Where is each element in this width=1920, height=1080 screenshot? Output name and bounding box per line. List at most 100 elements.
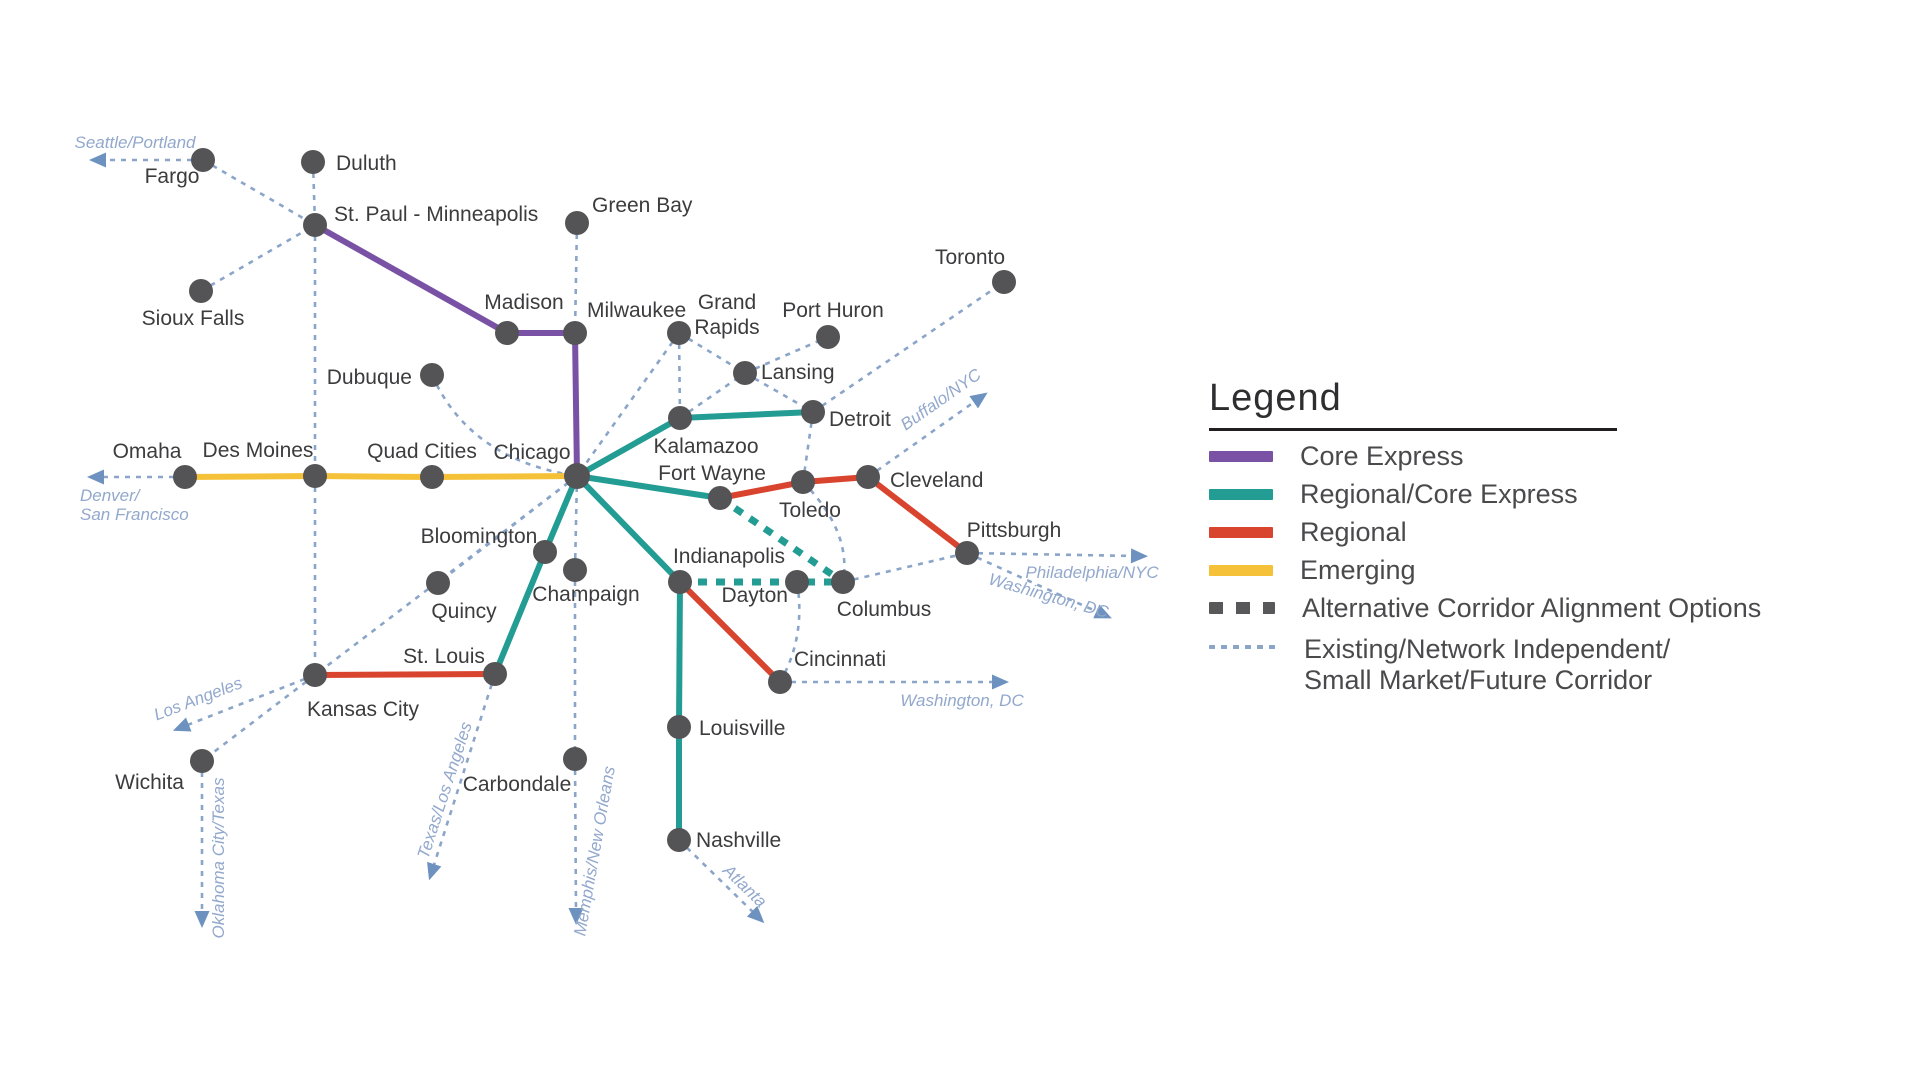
city-node-lansing: [733, 361, 757, 385]
city-node-louisville: [667, 715, 691, 739]
arrowhead-icon-pittsburgh-philadelphia-nyc: [1130, 548, 1148, 564]
city-label-grand-rapids: Rapids: [694, 316, 759, 339]
legend-item-label: Emerging: [1300, 554, 1416, 585]
legend-item-regional: Regional: [1209, 516, 1849, 547]
external-label-denver-san-francisco: Denver/: [80, 486, 142, 505]
city-label-lansing: Lansing: [761, 361, 835, 384]
city-label-grand-rapids: Grand: [698, 291, 756, 314]
city-node-duluth: [301, 150, 325, 174]
city-node-dubuque: [420, 363, 444, 387]
external-label-washington-dc-south: Washington, DC: [900, 691, 1024, 710]
legend-divider: [1209, 427, 1617, 431]
arrowhead-icon-wichita-oklahoma-city: [194, 911, 210, 928]
existing-corridor-chicago-champaign: [573, 475, 579, 571]
existing-corridor-pittsburgh-philadelphia-nyc: [966, 551, 1136, 558]
city-node-fort-wayne: [708, 486, 732, 510]
city-label-st-louis: St. Louis: [403, 645, 485, 668]
legend-item-label: Regional: [1300, 516, 1407, 547]
city-node-green-bay: [565, 211, 589, 235]
city-node-nashville: [667, 828, 691, 852]
city-label-madison: Madison: [484, 291, 563, 314]
city-label-detroit: Detroit: [829, 408, 891, 431]
regional-core-express-swatch-icon: [1209, 488, 1273, 500]
city-label-dayton: Dayton: [721, 584, 788, 607]
corridor-core-express-stpaul-chicago: [312, 222, 580, 479]
existing-corridor-toledo-columbus: [802, 481, 846, 583]
city-label-louisville: Louisville: [699, 717, 785, 740]
corridor-emerging-omaha-chicago: [182, 473, 580, 480]
city-node-toledo: [791, 470, 815, 494]
emerging-swatch-icon: [1209, 564, 1273, 576]
arrowhead-icon-cleveland-buffalo-nyc: [969, 392, 988, 409]
city-node-fargo: [191, 148, 215, 172]
regional-swatch-icon: [1209, 526, 1273, 538]
existing-corridor-cleveland-buffalo-nyc: [867, 398, 978, 479]
city-node-st-louis: [483, 662, 507, 686]
city-label-indianapolis: Indianapolis: [673, 545, 785, 568]
legend-item-label-line2: Small Market/Future Corridor: [1304, 664, 1653, 695]
existing-corridor-swatch-icon: [1209, 644, 1277, 649]
city-node-st-paul-minneapolis: [303, 213, 327, 237]
existing-corridor-grand-rapids-kalamazoo: [677, 332, 682, 419]
city-node-pittsburgh: [955, 541, 979, 565]
corridor-alt-fort-wayne-columbus: [718, 495, 845, 585]
existing-corridor-lines: [100, 158, 1136, 915]
existing-corridor-pittsburgh-washington-dc: [966, 551, 1101, 615]
city-label-fort-wayne: Fort Wayne: [658, 462, 766, 485]
corridor-regional-core-chicago-fort-wayne: [574, 473, 723, 501]
city-label-duluth: Duluth: [336, 152, 397, 175]
city-label-champaign: Champaign: [532, 583, 639, 606]
external-label-philadelphia-nyc: Philadelphia/NYC: [1025, 563, 1159, 582]
existing-corridor-fargo-st-paul: [202, 158, 316, 227]
city-node-port-huron: [816, 325, 840, 349]
city-label-green-bay: Green Bay: [592, 194, 693, 217]
city-label-quad-cities: Quad Cities: [367, 440, 477, 463]
city-label-columbus: Columbus: [837, 598, 932, 621]
corridor-regional-kansas-city-st-louis: [312, 671, 498, 678]
city-node-quincy: [426, 571, 450, 595]
city-node-champaign: [563, 558, 587, 582]
city-label-quincy: Quincy: [431, 600, 497, 623]
external-label-oklahoma-city-texas: Oklahoma City/Texas: [209, 777, 228, 938]
city-node-grand-rapids: [667, 321, 691, 345]
city-node-dayton: [785, 570, 809, 594]
city-label-kansas-city: Kansas City: [307, 698, 420, 721]
existing-corridor-lansing-detroit: [744, 371, 814, 414]
city-label-toronto: Toronto: [935, 246, 1005, 269]
city-node-omaha: [173, 465, 197, 489]
legend-item-regional-core-express: Regional/Core Express: [1209, 479, 1849, 509]
city-label-sioux-falls: Sioux Falls: [142, 307, 245, 330]
legend-item-existing-corridor: Existing/Network Independent/ Small Mark…: [1209, 634, 1849, 696]
existing-corridor-grand-rapids-lansing: [678, 331, 746, 375]
external-label-denver-san-francisco: San Francisco: [80, 505, 189, 524]
external-label-memphis-new-orleans: Memphis/New Orleans: [570, 764, 619, 937]
city-node-bloomington: [533, 540, 557, 564]
existing-corridor-green-bay-milwaukee: [573, 222, 579, 334]
city-label-wichita: Wichita: [115, 771, 184, 794]
corridor-regional-core-chicago-indianapolis: [574, 473, 683, 585]
existing-corridor-nashville-atlanta: [678, 839, 756, 915]
corridor-regional-core-indianapolis-nashville: [676, 579, 683, 843]
legend-item-label: Alternative Corridor Alignment Options: [1302, 592, 1762, 623]
city-node-wichita: [190, 749, 214, 773]
city-label-carbondale: Carbondale: [463, 773, 572, 796]
existing-corridor-lansing-port-huron: [744, 335, 829, 375]
city-node-columbus: [831, 570, 855, 594]
city-label-des-moines: Des Moines: [203, 439, 314, 462]
city-label-milwaukee: Milwaukee: [587, 299, 686, 322]
arrowhead-icon-carbondale-memphis-new-orleans: [568, 907, 584, 925]
arrowhead-icon-pittsburgh-washington-dc: [1093, 604, 1112, 619]
city-label-fargo: Fargo: [145, 165, 200, 188]
legend-title: Legend: [1209, 377, 1342, 419]
legend: Legend Core Express Regional/Core Expres…: [1209, 377, 1849, 696]
city-nodes: [173, 148, 1016, 852]
arrowhead-icon-kansas-city-los-angeles: [172, 717, 192, 732]
legend-item-label: Existing/Network Independent/ Small Mark…: [1304, 634, 1670, 696]
city-label-nashville: Nashville: [696, 829, 781, 852]
city-node-sioux-falls: [189, 279, 213, 303]
external-label-seattle-portland: Seattle/Portland: [75, 133, 197, 152]
existing-corridor-dubuque-chicago: [430, 374, 578, 478]
legend-item-emerging: Emerging: [1209, 554, 1849, 585]
